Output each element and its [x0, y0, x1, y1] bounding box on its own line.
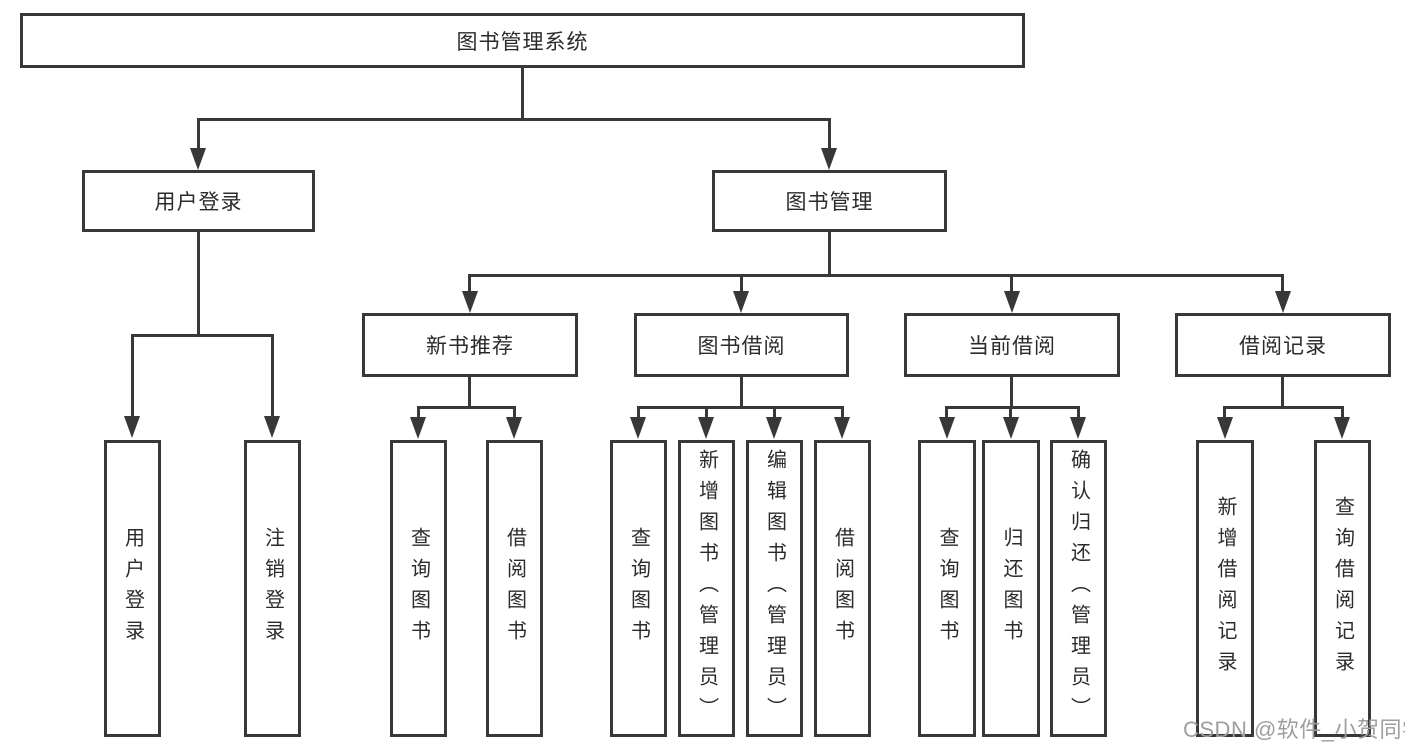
leaf-query-books-current: 查询图书 — [918, 440, 976, 737]
connector-line — [417, 406, 420, 420]
connector-line — [131, 334, 134, 418]
arrowhead — [506, 417, 522, 439]
connector-line — [131, 334, 274, 337]
node-current-borrow-label: 当前借阅 — [968, 335, 1056, 358]
leaf-borrow-books-label: 借阅图书 — [831, 526, 854, 651]
arrowhead — [939, 417, 955, 439]
leaf-return-books: 归还图书 — [982, 440, 1040, 737]
connector-line — [1281, 377, 1284, 408]
leaf-add-borrow-record-label: 新增借阅记录 — [1214, 495, 1236, 682]
arrowhead — [766, 417, 782, 439]
leaf-return-books-label: 归还图书 — [1000, 526, 1022, 651]
leaf-query-books-recommend-label: 查询图书 — [407, 526, 430, 651]
leaf-confirm-return-admin-label: 确认归还（管理员） — [1067, 449, 1090, 728]
leaf-add-book-admin-label: 新增图书（管理员） — [695, 449, 718, 728]
connector-line — [740, 377, 743, 408]
leaf-query-borrow-record-label: 查询借阅记录 — [1331, 495, 1354, 682]
connector-line — [828, 232, 831, 276]
arrowhead — [462, 291, 478, 313]
connector-line — [1341, 406, 1344, 420]
connector-line — [513, 406, 516, 420]
connector-line — [945, 406, 948, 420]
leaf-query-books-current-label: 查询图书 — [936, 526, 958, 651]
arrowhead — [1275, 291, 1291, 313]
connector-line — [1009, 406, 1012, 420]
connector-line — [197, 232, 200, 336]
csdn-watermark: CSDN @软件_小贺同学 — [1183, 717, 1405, 742]
node-current-borrow: 当前借阅 — [904, 313, 1120, 377]
connector-line — [1010, 274, 1013, 294]
leaf-borrow-books: 借阅图书 — [814, 440, 871, 737]
node-book-borrow-label: 图书借阅 — [697, 335, 786, 358]
connector-line — [841, 406, 844, 420]
arrowhead — [821, 148, 837, 170]
leaf-confirm-return-admin: 确认归还（管理员） — [1050, 440, 1107, 737]
leaf-query-borrow-record: 查询借阅记录 — [1314, 440, 1371, 737]
leaf-logout-label: 注销登录 — [261, 526, 284, 651]
leaf-logout: 注销登录 — [244, 440, 301, 737]
leaf-add-book-admin: 新增图书（管理员） — [678, 440, 735, 737]
leaf-query-books-borrow: 查询图书 — [610, 440, 667, 737]
node-new-book-recommend-label: 新书推荐 — [426, 335, 514, 358]
connector-line — [271, 334, 274, 418]
arrowhead — [834, 417, 850, 439]
connector-line — [637, 406, 844, 409]
connector-line — [828, 118, 831, 150]
connector-line — [773, 406, 776, 420]
connector-line — [1223, 406, 1344, 409]
connector-line — [521, 68, 524, 120]
node-borrow-records: 借阅记录 — [1175, 313, 1391, 377]
arrowhead — [1003, 417, 1019, 439]
connector-line — [705, 406, 708, 420]
leaf-borrow-books-recommend-label: 借阅图书 — [503, 526, 526, 651]
connector-line — [468, 274, 471, 294]
connector-line — [1010, 377, 1013, 408]
arrowhead — [1004, 291, 1020, 313]
leaf-query-books-recommend: 查询图书 — [390, 440, 447, 737]
node-root-label: 图书管理系统 — [456, 30, 589, 54]
arrowhead — [190, 148, 206, 170]
node-book-borrow: 图书借阅 — [634, 313, 849, 377]
node-borrow-records-label: 借阅记录 — [1239, 335, 1327, 358]
connector-line — [197, 118, 831, 121]
arrowhead — [410, 417, 426, 439]
leaf-user-login: 用户登录 — [104, 440, 161, 737]
arrowhead — [698, 417, 714, 439]
node-new-book-recommend: 新书推荐 — [362, 313, 578, 377]
node-book-management: 图书管理 — [712, 170, 947, 232]
connector-line — [637, 406, 640, 420]
arrowhead — [733, 291, 749, 313]
connector-line — [468, 274, 1284, 277]
arrowhead — [630, 417, 646, 439]
node-user-login-label: 用户登录 — [154, 191, 243, 214]
connector-line — [1223, 406, 1226, 420]
arrowhead — [1334, 417, 1350, 439]
leaf-borrow-books-recommend: 借阅图书 — [486, 440, 543, 737]
node-root: 图书管理系统 — [20, 13, 1025, 68]
leaf-edit-book-admin: 编辑图书（管理员） — [746, 440, 803, 737]
connector-line — [1281, 274, 1284, 294]
connector-line — [197, 118, 200, 150]
connector-line — [1077, 406, 1080, 420]
connector-line — [468, 377, 471, 408]
arrowhead — [1070, 417, 1086, 439]
leaf-add-borrow-record: 新增借阅记录 — [1196, 440, 1254, 737]
leaf-edit-book-admin-label: 编辑图书（管理员） — [763, 449, 786, 728]
node-user-login: 用户登录 — [82, 170, 315, 232]
connector-line — [945, 406, 1080, 409]
leaf-query-books-borrow-label: 查询图书 — [627, 526, 650, 651]
arrowhead — [1217, 417, 1233, 439]
connector-line — [417, 406, 516, 409]
leaf-user-login-label: 用户登录 — [121, 526, 144, 651]
arrowhead — [124, 416, 140, 438]
connector-line — [740, 274, 743, 294]
arrowhead — [264, 416, 280, 438]
node-book-management-label: 图书管理 — [785, 191, 874, 214]
